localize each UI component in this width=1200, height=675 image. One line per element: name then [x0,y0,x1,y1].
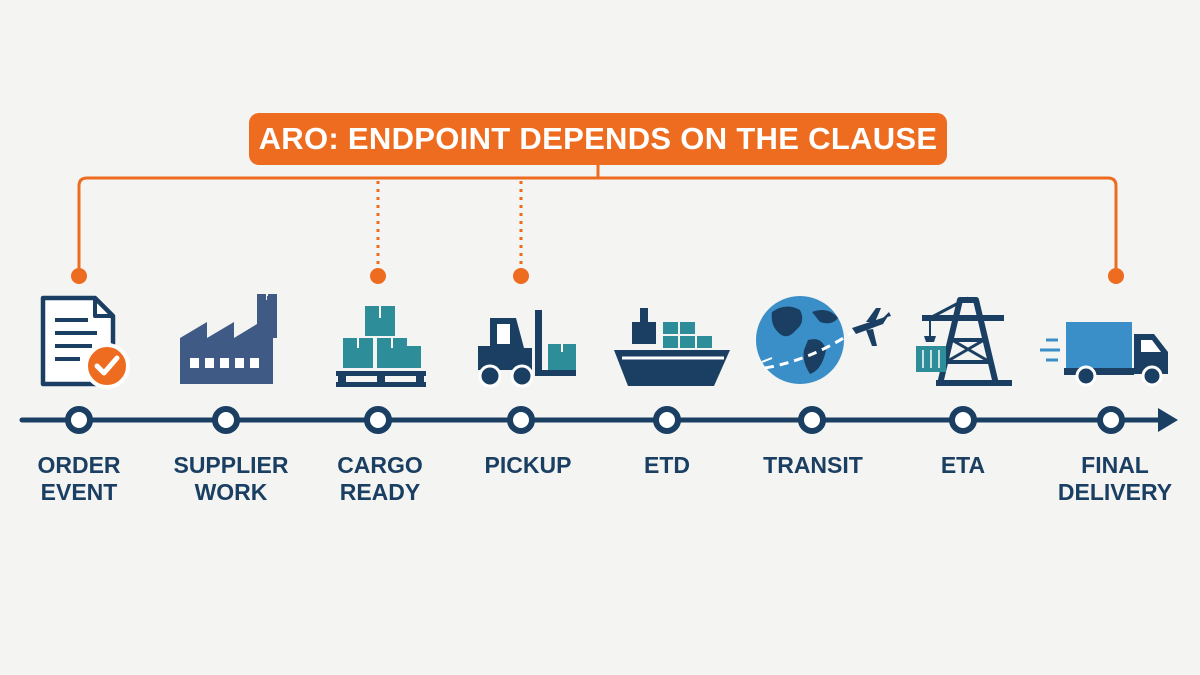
aro-marker-final-delivery [1108,268,1124,284]
aro-marker-pickup [513,268,529,284]
step-label-etd: ETD [644,452,690,478]
step-label-order-event: ORDER EVENT [37,452,121,505]
aro-marker-cargo-ready [370,268,386,284]
timeline-node-transit [798,406,826,434]
port-crane-icon [916,296,1012,386]
timeline-node-supplier-work [212,406,240,434]
timeline-arrowhead [1158,408,1178,432]
factory-icon [180,294,277,384]
cargo-ship-icon [614,308,730,386]
aro-banner: ARO: ENDPOINT DEPENDS ON THE CLAUSE [249,113,947,165]
timeline-node-order-event [65,406,93,434]
aro-banner-text: ARO: ENDPOINT DEPENDS ON THE CLAUSE [258,121,938,156]
timeline-node-final-delivery [1097,406,1125,434]
timeline-node-pickup [507,406,535,434]
step-label-cargo-ready: CARGO READY [337,452,423,505]
document-check-icon [40,295,130,389]
forklift-icon [478,310,576,388]
globe-airplane-icon [756,296,891,384]
step-label-transit: TRANSIT [763,452,863,478]
timeline-node-eta [949,406,977,434]
timeline-node-etd [653,406,681,434]
step-label-eta: ETA [940,452,986,478]
step-label-supplier-work: SUPPLIER WORK [173,452,289,505]
pallet-boxes-icon [336,306,426,387]
timeline-node-cargo-ready [364,406,392,434]
step-label-pickup: PICKUP [484,452,572,478]
aro-marker-order-event [71,268,87,284]
delivery-truck-icon [1040,322,1168,387]
step-label-final-delivery: FINAL DELIVERY [1057,452,1173,505]
